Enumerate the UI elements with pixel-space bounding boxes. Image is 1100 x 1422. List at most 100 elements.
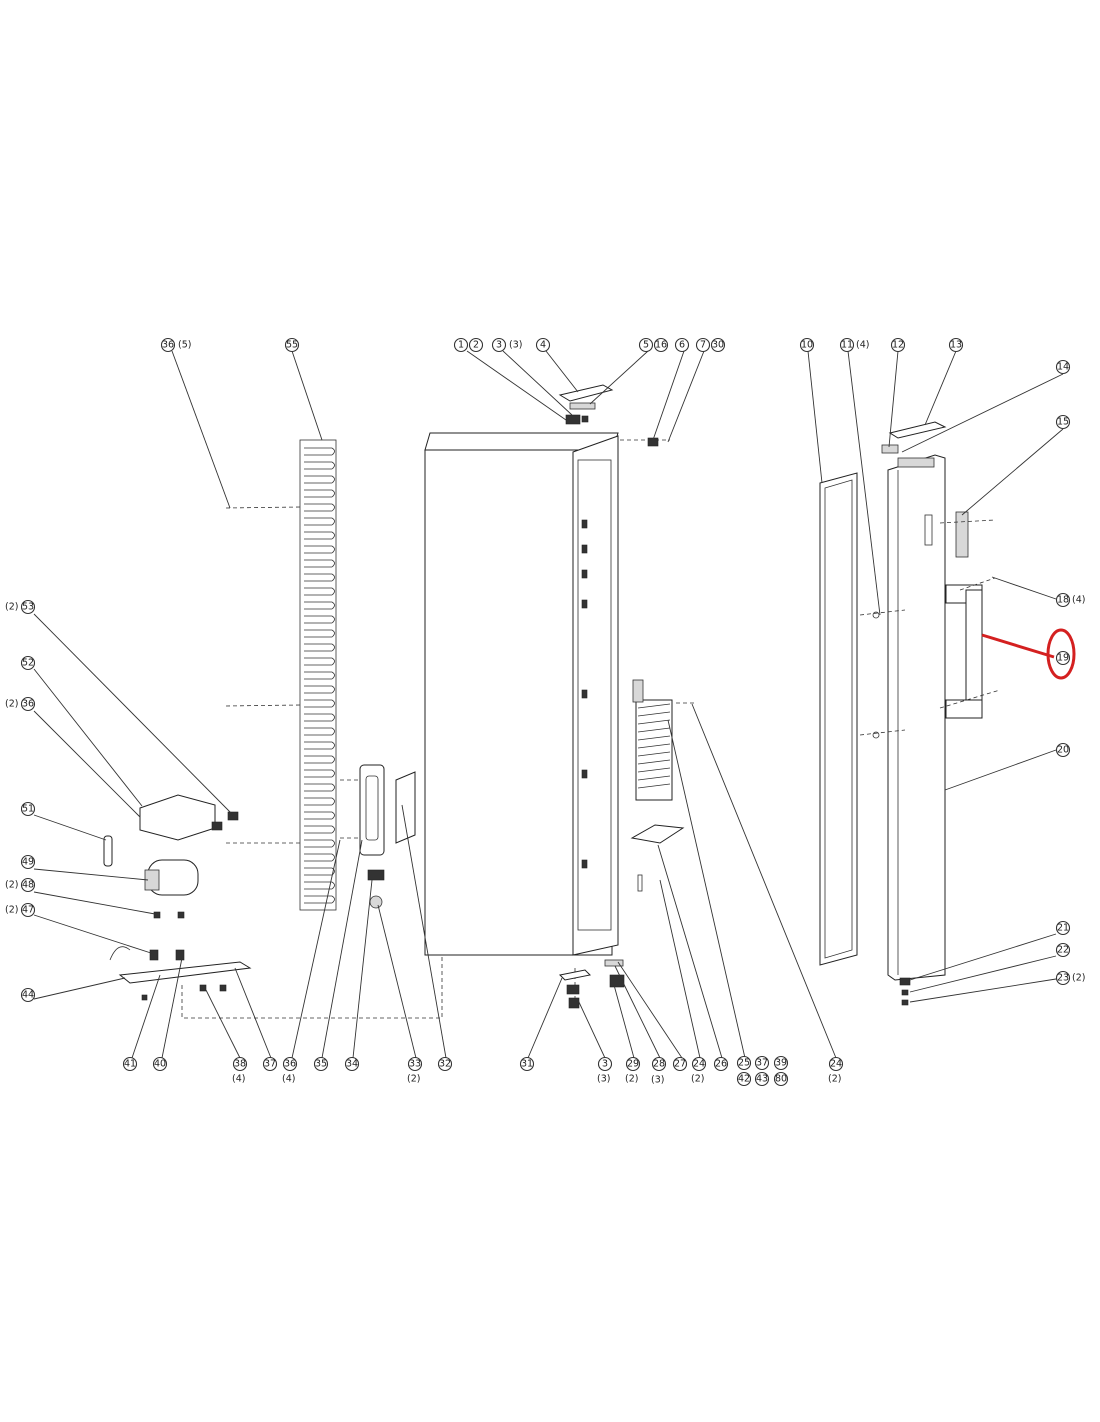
svg-text:38: 38: [234, 1059, 246, 1070]
svg-text:(2): (2): [5, 905, 18, 916]
svg-text:14: 14: [1057, 362, 1069, 373]
svg-text:80: 80: [775, 1074, 787, 1085]
svg-text:(2): (2): [625, 1074, 638, 1085]
svg-text:13: 13: [950, 340, 962, 351]
svg-text:27: 27: [674, 1059, 686, 1070]
svg-text:(5): (5): [178, 340, 191, 351]
svg-text:(3): (3): [597, 1074, 610, 1085]
callout-80: 80: [773, 1071, 789, 1087]
callout-36-bottom: 36 (4): [282, 1056, 298, 1085]
callout-47: (2) 47: [5, 902, 36, 918]
top-hinge-parts: [558, 384, 670, 447]
door-bottom-hinge: [899, 977, 911, 1006]
callout-21: 21: [1055, 920, 1071, 936]
callout-12: 12: [890, 337, 906, 353]
callout-28: 28 (3): [651, 1056, 667, 1086]
svg-text:26: 26: [715, 1059, 727, 1070]
svg-text:51: 51: [22, 804, 34, 815]
callout-11: 11 (4): [839, 337, 869, 353]
door-top-hinge: [881, 421, 947, 454]
svg-text:(2): (2): [1072, 973, 1085, 984]
door-handle: [939, 577, 1001, 719]
svg-text:40: 40: [154, 1059, 166, 1070]
svg-text:16: 16: [655, 340, 667, 351]
svg-text:(3): (3): [651, 1075, 664, 1086]
callout-5: 5 16: [638, 337, 669, 353]
svg-text:32: 32: [439, 1059, 451, 1070]
drip-tray: [630, 824, 685, 892]
svg-text:36: 36: [22, 699, 34, 710]
callout-24-bottom: 24 (2): [691, 1056, 707, 1085]
callout-18: 18 (4): [1055, 592, 1085, 608]
svg-text:3: 3: [602, 1059, 608, 1070]
callout-13: 13: [948, 337, 964, 353]
svg-text:30: 30: [712, 340, 724, 351]
callout-24-right: 24 (2): [828, 1056, 844, 1085]
callout-43: 43: [754, 1071, 770, 1087]
svg-text:24: 24: [693, 1059, 705, 1070]
svg-text:24: 24: [830, 1059, 842, 1070]
svg-text:(4): (4): [856, 340, 869, 351]
svg-text:(2): (2): [828, 1074, 841, 1085]
door-control-panel: [939, 511, 996, 558]
callout-labels: 36 (5) 55 1 2 3 (3) 4 5 16: [5, 337, 1085, 1087]
svg-text:36: 36: [162, 340, 174, 351]
svg-text:(2): (2): [407, 1074, 420, 1085]
svg-text:4: 4: [540, 340, 546, 351]
svg-text:(4): (4): [232, 1074, 245, 1085]
thermostat-housing: [340, 764, 385, 856]
svg-text:37: 37: [756, 1058, 768, 1069]
svg-text:(2): (2): [691, 1074, 704, 1085]
svg-text:29: 29: [627, 1059, 639, 1070]
svg-text:5: 5: [643, 340, 649, 351]
svg-text:36: 36: [284, 1059, 296, 1070]
svg-text:35: 35: [315, 1059, 327, 1070]
svg-text:6: 6: [679, 340, 685, 351]
svg-text:52: 52: [22, 658, 34, 669]
callout-31: 31: [519, 1056, 535, 1072]
callout-4: 4: [535, 337, 551, 353]
svg-text:28: 28: [653, 1059, 665, 1070]
callout-40: 40: [152, 1056, 168, 1072]
svg-text:49: 49: [22, 857, 34, 868]
svg-text:41: 41: [124, 1059, 136, 1070]
callout-35: 35: [313, 1056, 329, 1072]
svg-text:18: 18: [1057, 595, 1069, 606]
callout-44: 44: [20, 987, 36, 1003]
callout-6: 6: [674, 337, 690, 353]
callout-37-right: 37: [754, 1055, 770, 1071]
callout-7: 7 30: [695, 337, 726, 353]
callout-52: 52: [20, 655, 36, 671]
door-panel: [859, 454, 946, 981]
callout-49: 49: [20, 854, 36, 870]
svg-text:20: 20: [1057, 745, 1069, 756]
svg-text:42: 42: [738, 1074, 750, 1085]
callout-33: 33 (2): [407, 1056, 423, 1085]
callout-38: 38 (4): [232, 1056, 248, 1085]
cabinet-bottom-parts: [558, 959, 625, 1009]
svg-text:33: 33: [409, 1059, 421, 1070]
back-panel: [395, 771, 416, 844]
callout-25: 25: [736, 1055, 752, 1071]
svg-text:21: 21: [1057, 923, 1069, 934]
svg-text:(4): (4): [282, 1074, 295, 1085]
callout-27: 27: [672, 1056, 688, 1072]
callout-3-bottom: 3 (3): [597, 1056, 613, 1085]
door-gasket: [819, 472, 858, 966]
svg-text:53: 53: [22, 602, 34, 613]
compressor-assembly: [103, 794, 252, 1001]
svg-text:22: 22: [1057, 945, 1069, 956]
svg-text:15: 15: [1057, 417, 1069, 428]
svg-text:1: 1: [458, 340, 464, 351]
callout-37-left: 37: [262, 1056, 278, 1072]
svg-text:23: 23: [1057, 973, 1069, 984]
callout-51: 51: [20, 801, 36, 817]
cabinet-body: [424, 432, 619, 956]
svg-text:12: 12: [892, 340, 904, 351]
callout-42: 42: [736, 1071, 752, 1087]
svg-text:37: 37: [264, 1059, 276, 1070]
callout-14: 14: [1055, 359, 1071, 375]
callout-22: 22: [1055, 942, 1071, 958]
svg-text:34: 34: [346, 1059, 358, 1070]
